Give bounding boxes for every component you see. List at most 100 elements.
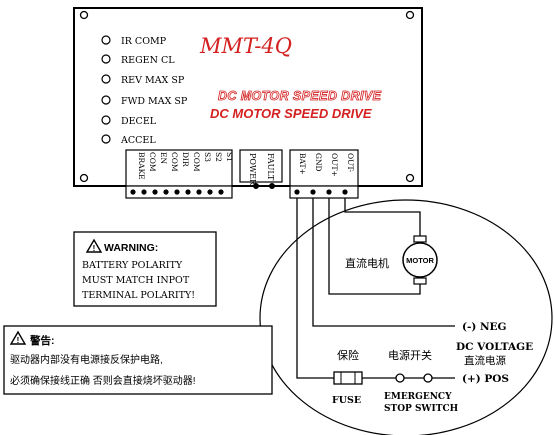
pot-icon bbox=[101, 95, 111, 105]
motor-icon bbox=[402, 242, 438, 278]
pot-label: ACCEL bbox=[120, 135, 156, 146]
switch-label-2: STOP SWITCH bbox=[384, 404, 459, 414]
pot-label: REGEN CL bbox=[121, 55, 175, 66]
terminal-label: S2 bbox=[214, 152, 223, 162]
terminal-label: COM bbox=[192, 152, 201, 172]
terminal-label: DIR bbox=[181, 152, 190, 167]
screw-icon bbox=[185, 189, 191, 195]
screw-icon bbox=[130, 189, 136, 195]
screw-icon bbox=[294, 189, 300, 195]
led-block-frame bbox=[239, 149, 283, 183]
pot-label: FWD MAX SP bbox=[121, 96, 188, 107]
warning-cn-line: 驱动器内部没有电源接反保护电路, bbox=[10, 353, 163, 366]
warning-en-line: BATTERY POLARITY bbox=[82, 260, 183, 271]
warning-en-heading: WARNING: bbox=[104, 242, 158, 254]
motor: MOTOR bbox=[402, 235, 438, 285]
pot-ir-comp[interactable]: IR COMP bbox=[101, 35, 167, 47]
terminal-label: COM bbox=[170, 152, 179, 172]
fuse-icon bbox=[333, 371, 363, 385]
svg-text:!: ! bbox=[17, 336, 20, 345]
led-label: POWER bbox=[248, 153, 257, 186]
warning-cn-line: 必须确保接线正确 否则会直接烧坏驱动器! bbox=[10, 374, 196, 387]
screw-icon bbox=[342, 189, 348, 195]
stop-switch bbox=[395, 373, 433, 383]
terminal-block-left: BRAKE COM EN COM DIR COM S3 S2 S1 bbox=[125, 149, 234, 199]
wire-out-neg bbox=[344, 198, 421, 236]
terminal-label: EN bbox=[159, 152, 168, 164]
warning-triangle-icon bbox=[85, 238, 103, 253]
pot-decel[interactable]: DECEL bbox=[101, 115, 157, 127]
wire-bat-pos bbox=[296, 198, 334, 379]
screw-icon bbox=[163, 189, 169, 195]
wire-out-pos bbox=[328, 198, 421, 295]
neg-label: (-) NEG bbox=[462, 321, 507, 333]
dc-voltage-label: DC VOLTAGE bbox=[456, 341, 533, 353]
warning-en-frame bbox=[73, 231, 217, 307]
terminal-label: COM bbox=[148, 152, 157, 172]
warning-cn-frame bbox=[3, 325, 273, 395]
pot-icon bbox=[101, 134, 111, 144]
pot-label: REV MAX SP bbox=[121, 75, 185, 86]
screw-icon bbox=[196, 189, 202, 195]
switch-contact-icon bbox=[423, 373, 433, 383]
motor-terminal bbox=[413, 277, 427, 285]
screw-icon bbox=[218, 189, 224, 195]
pot-accel[interactable]: ACCEL bbox=[101, 134, 156, 146]
screw-icon bbox=[326, 189, 332, 195]
svg-text:!: ! bbox=[93, 244, 96, 253]
pot-label: DECEL bbox=[121, 116, 157, 127]
screw-icon bbox=[174, 189, 180, 195]
terminal-label: OUT- bbox=[346, 153, 355, 173]
mount-hole bbox=[79, 10, 89, 20]
pos-label: (+) POS bbox=[462, 373, 509, 385]
terminal-label: OUT+ bbox=[330, 153, 339, 177]
terminal-label: S1 bbox=[225, 152, 234, 162]
motor-terminal bbox=[413, 235, 427, 243]
warning-en-line: MUST MATCH INPOT bbox=[82, 275, 190, 286]
terminal-label: GND bbox=[314, 153, 323, 172]
led-power-icon bbox=[253, 183, 259, 189]
mount-hole bbox=[405, 173, 415, 183]
screw-icon bbox=[141, 189, 147, 195]
pot-icon bbox=[101, 74, 111, 84]
motor-cn-label: 直流电机 bbox=[345, 256, 389, 270]
title-outline: DC MOTOR SPEED DRIVE bbox=[218, 89, 382, 103]
pot-icon bbox=[101, 115, 111, 125]
terminal-block-frame bbox=[125, 149, 233, 187]
pot-fwd-max-sp[interactable]: FWD MAX SP bbox=[101, 95, 188, 107]
pot-rev-max-sp[interactable]: REV MAX SP bbox=[101, 74, 185, 86]
terminal-block-frame bbox=[289, 149, 359, 187]
wiring bbox=[296, 198, 455, 379]
led-block: POWER FAULT bbox=[239, 149, 283, 189]
terminal-label: BAT+ bbox=[298, 153, 307, 175]
led-fault-icon bbox=[269, 183, 275, 189]
screw-strip bbox=[289, 185, 359, 199]
pot-label: IR COMP bbox=[121, 36, 167, 47]
title-main: DC MOTOR SPEED DRIVE bbox=[210, 106, 372, 121]
warning-en-box: ! WARNING: BATTERY POLARITY MUST MATCH I… bbox=[73, 231, 217, 307]
led-label: FAULT bbox=[266, 153, 275, 181]
wire-gnd-neg bbox=[312, 198, 455, 327]
warning-cn-box: ! 警告: 驱动器内部没有电源接反保护电路, 必须确保接线正确 否则会直接烧坏驱… bbox=[3, 325, 273, 395]
pot-icon bbox=[101, 54, 111, 64]
screw-icon bbox=[152, 189, 158, 195]
mount-hole bbox=[79, 173, 89, 183]
drive-board: MMT-4Q DC MOTOR SPEED DRIVE DC MOTOR SPE… bbox=[73, 7, 423, 199]
switch-label-1: EMERGENCY bbox=[384, 392, 452, 402]
fuse-cn-label: 保险 bbox=[337, 348, 359, 362]
screw-icon bbox=[207, 189, 213, 195]
wiring-area-circle bbox=[259, 199, 553, 435]
pot-regen-cl[interactable]: REGEN CL bbox=[101, 54, 175, 66]
warning-en-line: TERMINAL POLARITY! bbox=[82, 290, 195, 301]
pot-list: IR COMP REGEN CL REV MAX SP FWD MAX SP D… bbox=[101, 35, 188, 146]
pot-icon bbox=[101, 35, 111, 45]
terminal-label: BRAKE bbox=[137, 152, 146, 180]
motor-label: MOTOR bbox=[406, 256, 434, 265]
switch-cn-label: 电源开关 bbox=[388, 348, 432, 362]
dc-source-cn-label: 直流电源 bbox=[464, 354, 506, 367]
model-name: MMT-4Q bbox=[199, 34, 292, 58]
mount-hole bbox=[405, 10, 415, 20]
screw-icon bbox=[310, 189, 316, 195]
switch-contact-icon bbox=[395, 373, 405, 383]
